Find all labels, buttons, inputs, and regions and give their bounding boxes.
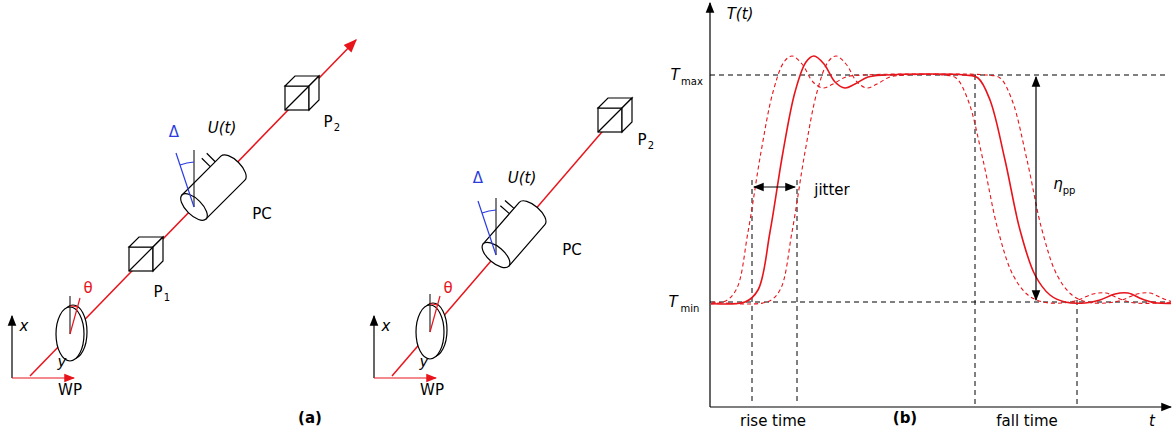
angle-label: Δ	[473, 170, 483, 187]
level-label: T	[668, 294, 677, 311]
angle-label: θ	[83, 280, 92, 297]
component-label: WP	[58, 382, 82, 399]
component-label: P	[637, 132, 646, 149]
angle-label: Δ	[169, 124, 179, 141]
annotation: jitter	[814, 182, 850, 199]
axis-label: t	[1149, 413, 1155, 430]
annotation: η	[1053, 176, 1063, 193]
subscript: min	[681, 303, 700, 314]
setup-with-input-polarizer	[12, 40, 356, 378]
axis-label: x	[20, 318, 29, 335]
component-label: PC	[562, 242, 582, 259]
component-label: P	[323, 114, 332, 131]
subscript: pp	[1063, 185, 1076, 196]
subscript: 1	[164, 292, 170, 303]
transmission-curve	[712, 56, 1171, 304]
signal-label: U(t)	[208, 120, 237, 137]
subscript: 2	[334, 122, 340, 133]
level-label: T	[670, 67, 679, 84]
axis-label: y	[58, 354, 67, 371]
axis-label: T(t)	[727, 6, 754, 23]
setup-without-input-polarizer	[374, 98, 632, 378]
component-label: P	[153, 284, 162, 301]
transmission-curve	[711, 56, 1171, 304]
subscript: max	[681, 76, 703, 87]
panel-label: (b)	[893, 410, 917, 427]
transmission-curve	[711, 56, 1171, 304]
transmission-plot	[668, 3, 1176, 407]
subscript: 2	[648, 140, 654, 151]
annotation: fall time	[996, 413, 1057, 430]
panel-label: (a)	[298, 410, 322, 427]
component-label: PC	[252, 206, 272, 223]
component-label: WP	[420, 382, 444, 399]
annotation: rise time	[740, 413, 806, 430]
angle-label: θ	[443, 280, 452, 297]
signal-label: U(t)	[508, 170, 537, 187]
axis-label: x	[382, 318, 391, 335]
axis-label: y	[420, 354, 429, 371]
